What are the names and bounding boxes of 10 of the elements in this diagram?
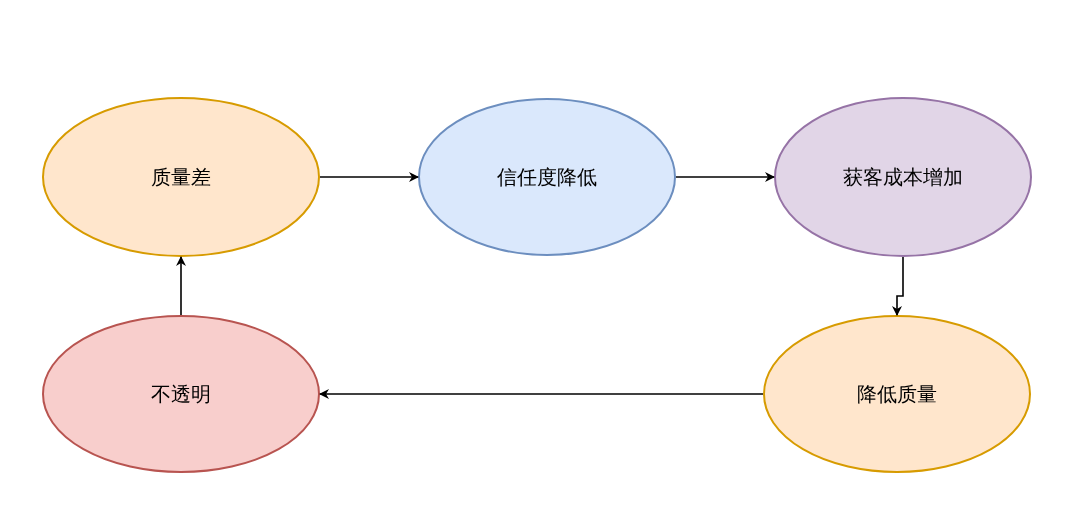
oval-node: 信任度降低: [418, 98, 676, 256]
oval-node: 质量差: [42, 97, 320, 257]
arrow: [892, 256, 904, 316]
arrow: [319, 172, 419, 182]
arrow: [176, 256, 186, 316]
arrow: [319, 389, 764, 399]
oval-node: 获客成本增加: [774, 97, 1032, 257]
oval-node: 降低质量: [763, 315, 1031, 473]
oval-node: 不透明: [42, 315, 320, 473]
arrow: [675, 172, 775, 182]
